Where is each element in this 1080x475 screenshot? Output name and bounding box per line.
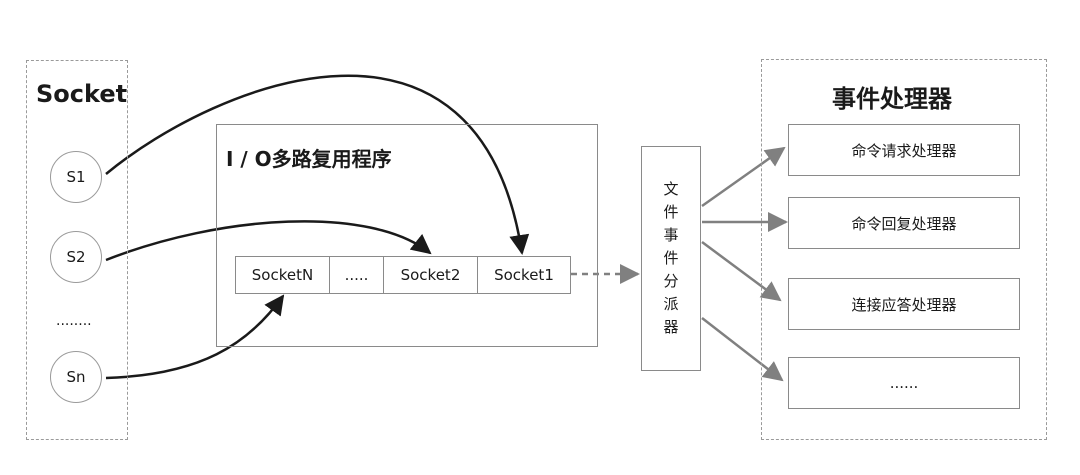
dispatcher-label-char: 件 — [663, 203, 679, 221]
dispatcher-label: 文件事件分派器 — [661, 178, 681, 339]
handler-command-request: 命令请求处理器 — [788, 124, 1020, 176]
dispatcher-label-char: 器 — [663, 318, 679, 336]
dispatcher-label-char: 派 — [663, 295, 679, 313]
io-multiplexer-title: I / O多路复用程序 — [226, 147, 392, 171]
io-multiplexer-box — [216, 124, 598, 347]
s1-to-socket1-arrow — [105, 74, 530, 255]
handler-connection-accept: 连接应答处理器 — [788, 278, 1020, 330]
event-handlers-group — [761, 59, 1047, 440]
s2-to-socket2-arrow — [105, 220, 432, 262]
dispatcher-label-char: 件 — [663, 249, 679, 267]
dispatch-arrow-3 — [701, 240, 782, 302]
queue-cell-socket2: Socket2 — [384, 257, 478, 293]
queue-cell-ellipsis: ..... — [330, 257, 384, 293]
socket-queue: SocketN ..... Socket2 Socket1 — [235, 256, 571, 294]
socket-ellipsis: ........ — [56, 313, 92, 329]
socket-node-sn: Sn — [50, 351, 102, 403]
event-handlers-title: 事件处理器 — [832, 85, 952, 113]
file-event-dispatcher: 文件事件分派器 — [641, 146, 701, 371]
queue-cell-socketn: SocketN — [236, 257, 330, 293]
dispatcher-label-char: 文 — [663, 180, 679, 198]
dispatch-arrow-4 — [701, 317, 784, 382]
dispatch-arrow-1 — [701, 146, 786, 208]
socket-group — [26, 60, 128, 440]
socket-group-title: Socket — [36, 80, 128, 108]
socket-node-s2: S2 — [50, 231, 102, 283]
handler-more: ...... — [788, 357, 1020, 409]
queue-cell-socket1: Socket1 — [494, 266, 554, 284]
handler-command-reply: 命令回复处理器 — [788, 197, 1020, 249]
sn-to-socketn-arrow — [105, 294, 285, 380]
socket-node-s1: S1 — [50, 151, 102, 203]
dispatcher-label-char: 分 — [663, 272, 679, 290]
dispatcher-label-char: 事 — [663, 226, 679, 244]
